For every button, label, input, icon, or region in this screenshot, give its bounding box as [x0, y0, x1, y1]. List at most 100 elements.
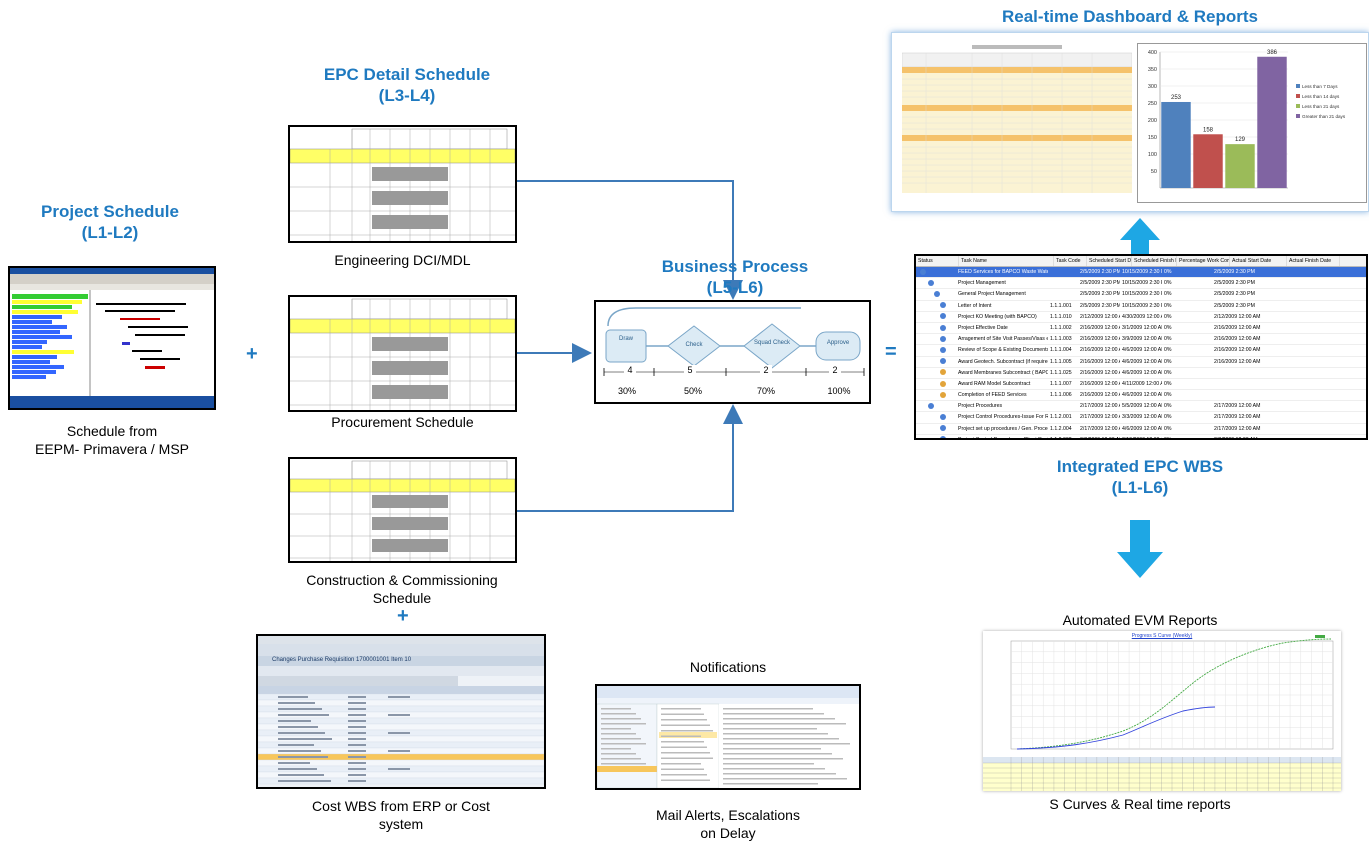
- wbs-cell: Award Membranes Subcontract ( BAPCO): [958, 369, 1048, 376]
- wbs-cell: 4/11/2009 12:00 AM: [1122, 380, 1162, 387]
- erp-row-text: [388, 768, 410, 770]
- erp-row-text: [348, 696, 366, 698]
- engineering-table-thumbnail: [290, 127, 515, 241]
- gantt-thumbnail: [10, 268, 214, 408]
- erp-row: [258, 777, 544, 785]
- erp-row-text: [278, 708, 322, 710]
- wbs-table-row[interactable]: Award Membranes Subcontract ( BAPCO)1.1.…: [916, 368, 1366, 379]
- evm-chart-link[interactable]: Progress S Curve (Weekly): [1131, 633, 1193, 639]
- wbs-cell: 2/5/2009 2:30 PM: [1080, 291, 1120, 298]
- wbs-column-header[interactable]: Scheduled Finish D...: [1132, 256, 1177, 266]
- legend-entry: Less than 21 days: [1302, 104, 1340, 109]
- wbs-table-row[interactable]: Arragement of Site Visit Passes/Visas et…: [916, 334, 1366, 346]
- wbs-cell: 1.1.1.002: [1050, 324, 1072, 331]
- wbs-cell: 3/9/2009 12:00 AM: [1122, 336, 1162, 343]
- outlook-folder-line: [601, 733, 636, 735]
- s-curve-chart: [983, 635, 1341, 791]
- business-process-title-text: Business Process: [661, 257, 809, 276]
- wbs-column-header[interactable]: Actual Finish Date: [1287, 256, 1340, 266]
- outlook-body-line: [723, 723, 846, 725]
- wbs-column-header[interactable]: Actual Start Date: [1230, 256, 1287, 266]
- actual-curve: [1016, 706, 1216, 750]
- wbs-cell: 1.1.1.005: [1050, 358, 1072, 365]
- wbs-table-row[interactable]: Award Geotech. Subcontract (if required)…: [916, 357, 1366, 368]
- outlook-folder-line: [601, 748, 631, 750]
- check-step-label: Check: [685, 342, 703, 348]
- wbs-cell: Completion of FEED Services: [958, 392, 1027, 399]
- outlook-message-line: [661, 713, 704, 715]
- wbs-table-row[interactable]: Project KO Meeting (with BAPCO)1.1.1.010…: [916, 312, 1366, 323]
- wbs-column-header[interactable]: Status: [916, 256, 959, 266]
- wbs-table-row[interactable]: Project Control Procedures-Issue For Rev…: [916, 412, 1366, 424]
- wbs-cell: 10/15/2009 2:30 PM: [1122, 302, 1162, 309]
- wbs-column-header[interactable]: Percentage Work Comple...: [1177, 256, 1230, 266]
- bar-value-label: 129: [1235, 137, 1246, 143]
- outlook-message-line: [661, 719, 707, 721]
- wbs-table-row[interactable]: FEED Services for BAPCO Waste Water Tr..…: [916, 267, 1366, 279]
- wbs-cell: 2/16/2009 12:00 AM: [1214, 347, 1261, 354]
- outlook-body-line: [723, 753, 832, 755]
- wbs-cell: Project Management: [958, 280, 1006, 287]
- wbs-cell: 0%: [1164, 291, 1172, 298]
- wbs-table-row[interactable]: Project Control Procedures- Client Revie…: [916, 435, 1366, 438]
- draw-duration: 4: [624, 365, 636, 375]
- planned-curve: [1016, 638, 1332, 750]
- wbs-cell: 0%: [1164, 336, 1172, 343]
- legend-entry: Less than 14 days: [1302, 94, 1340, 99]
- outlook-message-line: [661, 730, 713, 732]
- wbs-column-header[interactable]: Task Name: [959, 256, 1054, 266]
- outlook-body-line: [723, 768, 825, 770]
- wbs-cell: 2/5/2009 2:30 PM: [1214, 269, 1255, 275]
- engineering-schedule-screenshot: [288, 125, 517, 243]
- wbs-cell: [1048, 267, 1078, 277]
- evm-caption: S Curves & Real time reports: [1049, 796, 1231, 812]
- wbs-cell: 10/15/2009 2:30 PM: [1122, 269, 1162, 275]
- wbs-table-row[interactable]: Project set up procedures / Gen. Procedu…: [916, 424, 1366, 435]
- outlook-folder-line: [601, 738, 641, 740]
- status-icon: [916, 412, 956, 422]
- epc-detail-levels: (L3-L4): [378, 86, 436, 105]
- wbs-cell: 1.1.1.003: [1050, 336, 1072, 343]
- wbs-column-header[interactable]: Scheduled Start Date: [1089, 256, 1132, 266]
- wbs-cell: FEED Services for BAPCO Waste Water Tr..…: [958, 269, 1048, 275]
- erp-row-text: [278, 780, 331, 782]
- outlook-screenshot: [595, 684, 861, 790]
- wbs-cell: 3/3/2009 12:00 AM: [1122, 414, 1162, 421]
- legend-swatch: [1296, 114, 1300, 118]
- approve-percent: 100%: [827, 386, 851, 396]
- notifications-caption-line1: Mail Alerts, Escalations: [656, 807, 800, 823]
- erp-row-text: [348, 726, 366, 728]
- outlook-message-line: [661, 774, 707, 776]
- bar-chart-y-tick: 350: [1148, 67, 1157, 73]
- wbs-cell: 4/6/2009 12:00 AM: [1122, 369, 1162, 376]
- approve-step-box: [815, 331, 861, 361]
- wbs-cell: 1.1.2.004: [1050, 425, 1072, 432]
- outlook-body-line: [723, 778, 847, 780]
- outlook-body-line: [723, 713, 824, 715]
- legend-swatch: [1296, 104, 1300, 108]
- wbs-column-header[interactable]: Task Code: [1054, 256, 1087, 266]
- bar-chart-y-tick: 150: [1148, 135, 1157, 141]
- bar-value-label: 158: [1203, 127, 1214, 133]
- wbs-cell: 2/17/2009 12:00 AM: [1214, 425, 1261, 432]
- project-schedule-title-text: Project Schedule: [41, 202, 179, 221]
- outlook-message-line: [661, 752, 710, 754]
- procurement-table-thumbnail: [290, 297, 515, 410]
- wbs-cell: Review of Scope & Existing Documents: [958, 347, 1048, 354]
- squad-check-percent: 70%: [756, 386, 775, 396]
- outlook-body-line: [723, 743, 850, 745]
- outlook-body-line: [723, 758, 843, 760]
- aging-bar-chart-svg: 40035030025020015010050253158129386Less …: [1148, 50, 1346, 189]
- wbs-cell: [1266, 379, 1316, 389]
- wbs-cell: 1.1.1.006: [1050, 392, 1072, 399]
- draw-step-label: Draw: [618, 336, 633, 342]
